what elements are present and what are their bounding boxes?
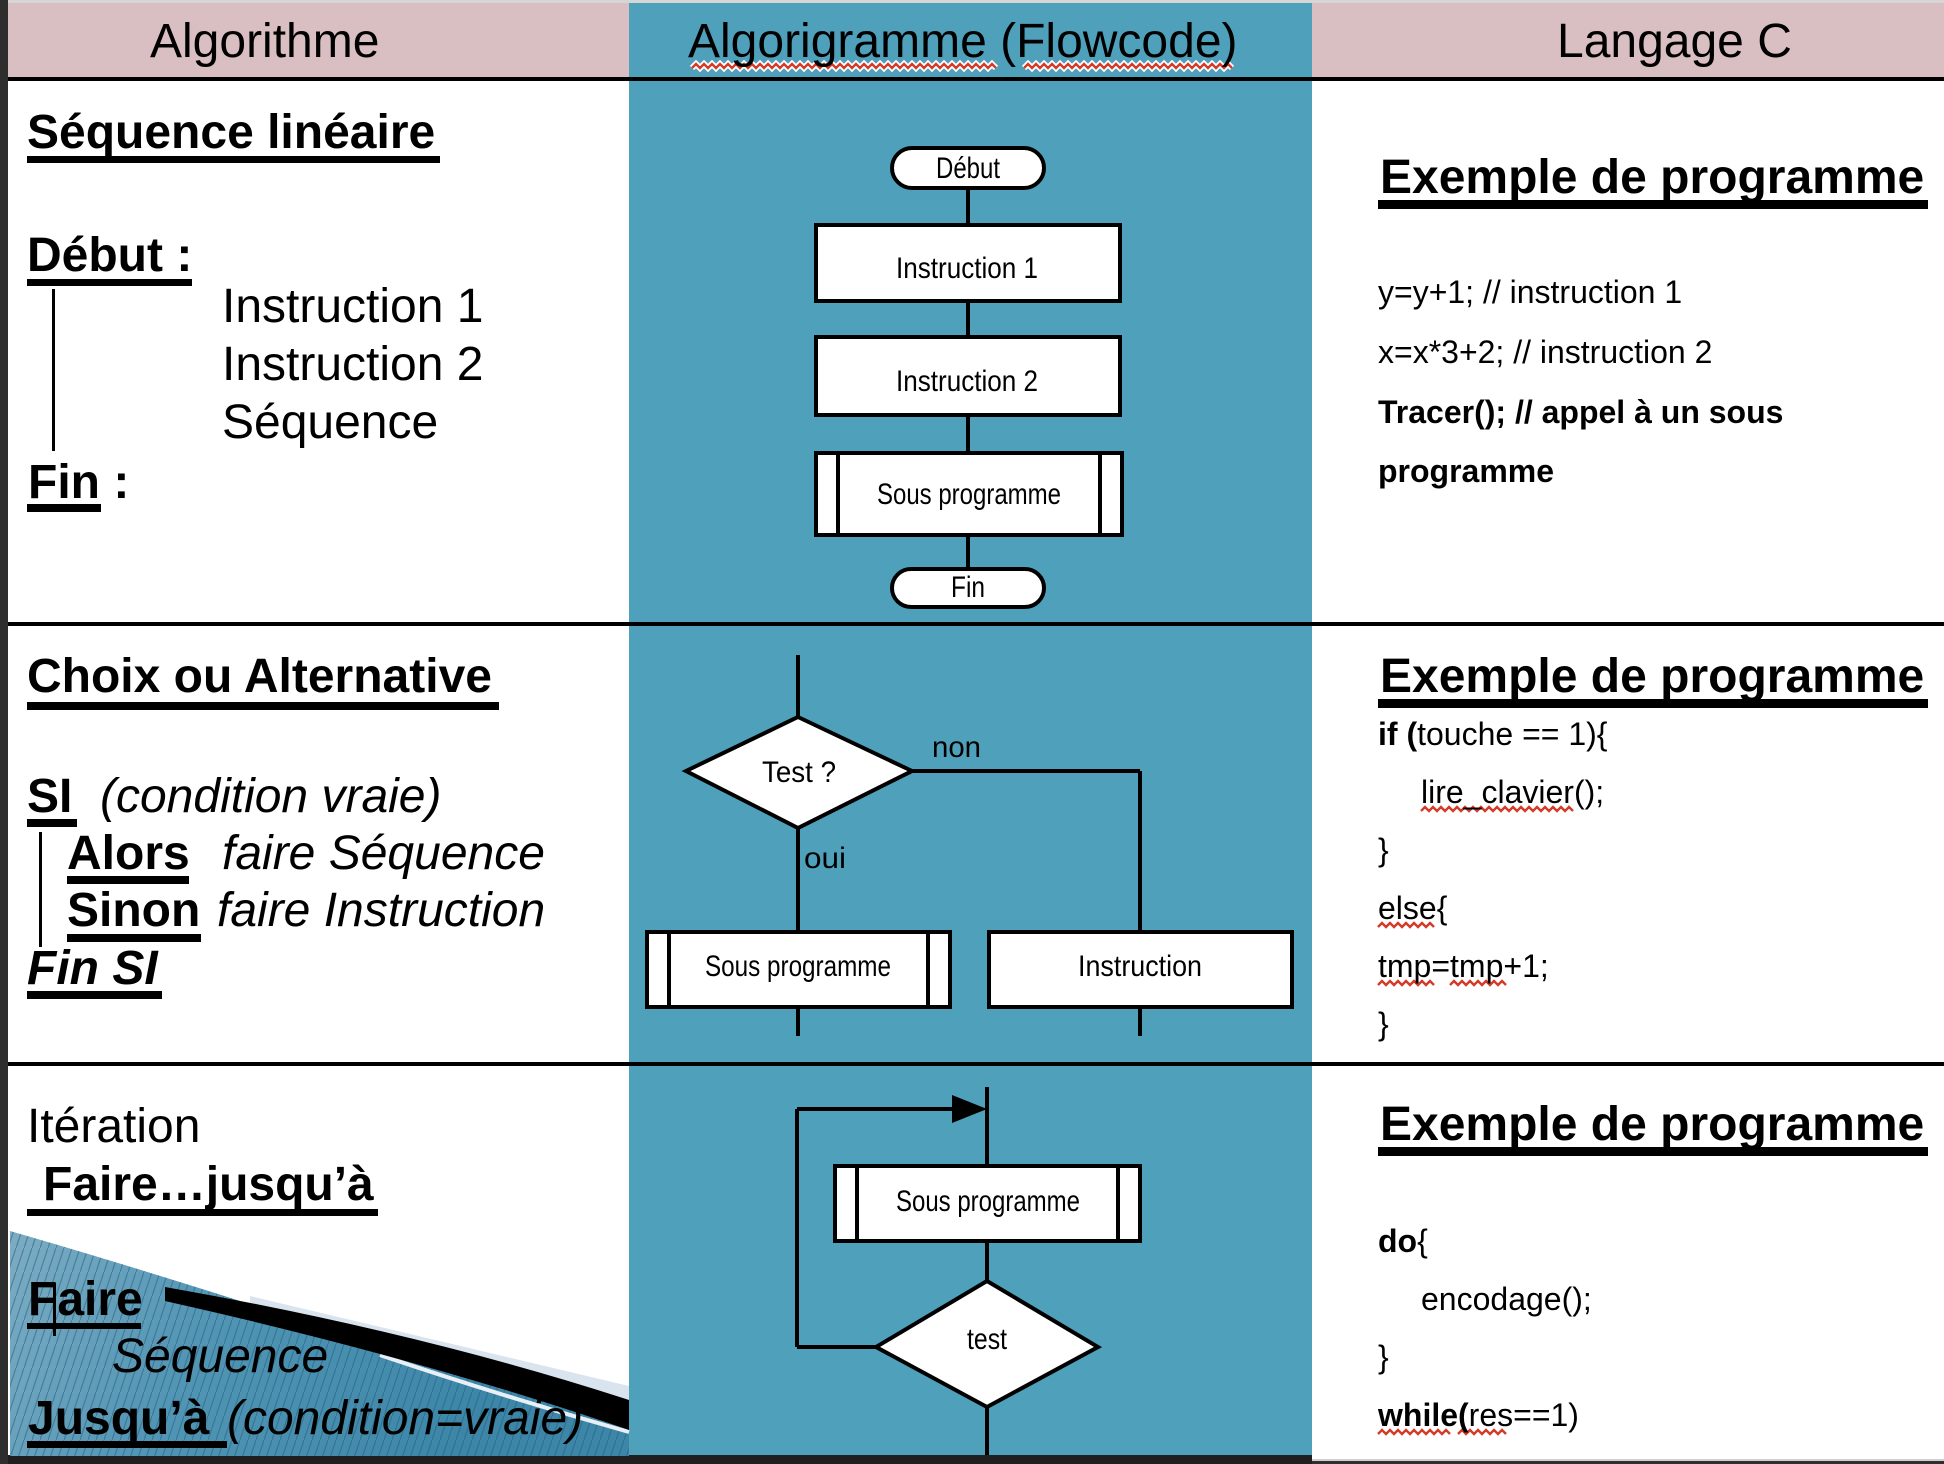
svg-text:Début: Début: [936, 152, 1001, 185]
svg-text:Sous programme: Sous programme: [896, 1185, 1080, 1218]
svg-text:Instruction 1: Instruction 1: [896, 252, 1038, 285]
svg-text:test: test: [967, 1323, 1008, 1356]
svg-text:Instruction: Instruction: [1078, 950, 1202, 983]
svg-text:Sous programme: Sous programme: [877, 478, 1061, 511]
svg-text:Sous programme: Sous programme: [705, 950, 891, 983]
svg-text:non: non: [932, 731, 981, 764]
svg-text:oui: oui: [804, 842, 846, 875]
svg-text:Fin: Fin: [951, 571, 985, 604]
svg-text:Instruction 2: Instruction 2: [896, 365, 1038, 398]
svg-text:Test ?: Test ?: [762, 756, 836, 789]
